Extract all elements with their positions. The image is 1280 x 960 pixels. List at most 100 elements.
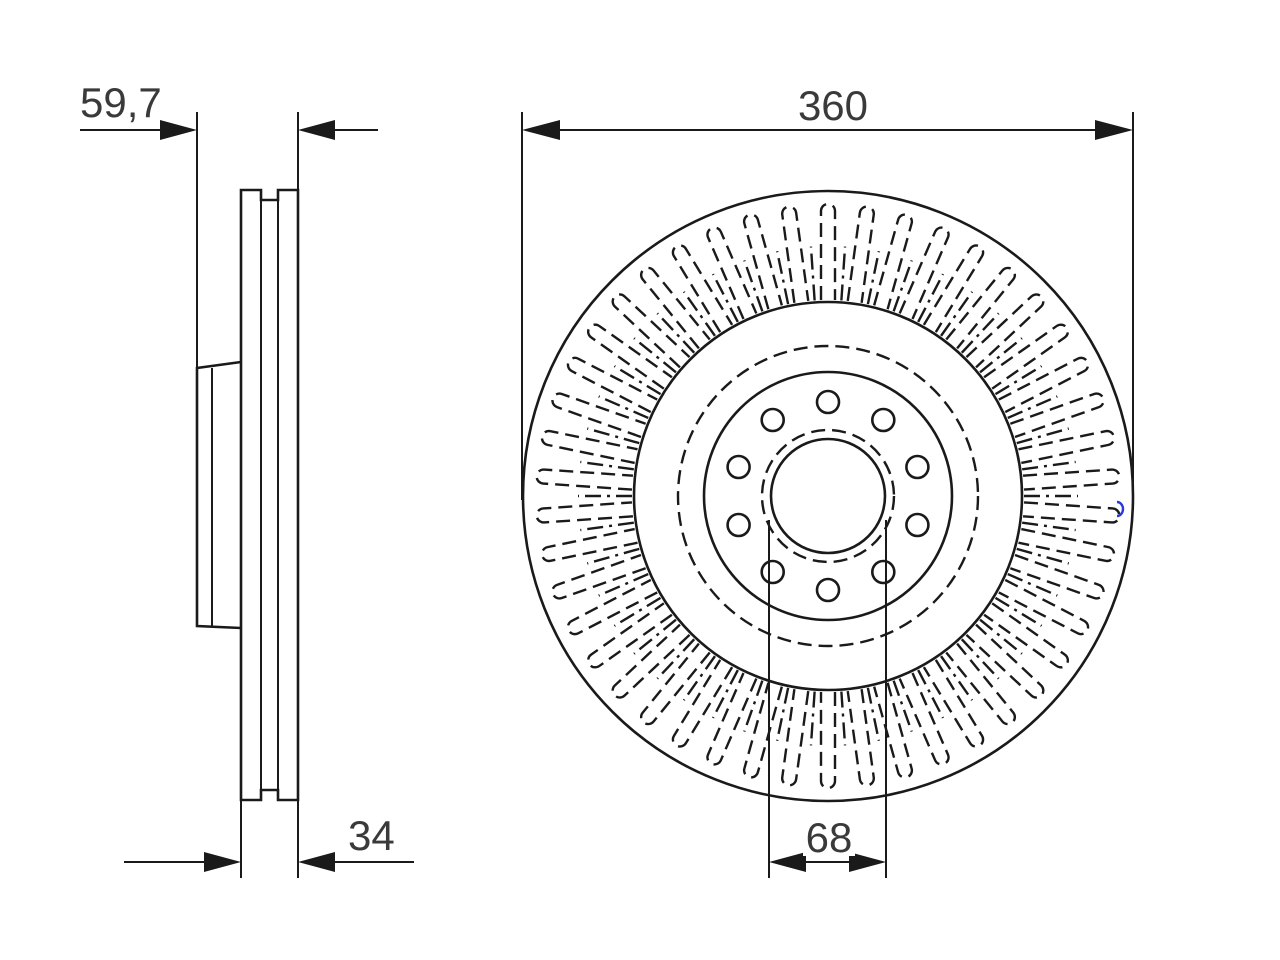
vent-rib [613,365,662,396]
vent-slot [535,468,634,491]
bore-label: 68 [806,814,853,861]
vent-slot [819,692,837,790]
vent-rib-line [1007,572,1058,597]
vent-slot [742,213,784,310]
vent-slot-outline [945,642,1017,726]
vent-rib-line [994,596,1043,627]
vent-rib-line [917,273,945,323]
vent-rib [775,687,790,742]
vent-rib-line [1022,460,1076,471]
vent-slot-outline [872,213,914,310]
vent-rib-line [711,273,739,323]
vent-rib-line [743,680,764,732]
hat-height-arrow-right [298,120,335,140]
vent-rib [892,260,913,312]
vent-slot [945,266,1017,350]
vent-rib [866,687,881,742]
vent-slot [611,623,691,699]
bolt-hole [905,512,930,538]
vent-rib-line [809,691,816,746]
vent-rib-line [775,687,790,742]
vent-rib-line [775,250,790,305]
vent-slot [639,642,711,726]
vent-slot [540,429,638,465]
vent-rib [586,547,640,565]
vent-rib-line [613,365,662,396]
vent-slot-outline [1022,468,1121,491]
hat-height-arrow-left [160,120,197,140]
vent-slot-outline [998,356,1090,414]
vent-rib [994,596,1043,627]
vent-rib-line [1022,521,1076,532]
vent-slot [846,205,875,303]
vent-rib-line [580,460,634,471]
vent-slot [1018,527,1116,563]
vent-slot-outline [1018,527,1116,563]
hat-face-edge [702,370,954,622]
vent-rib-line [656,312,696,354]
vent-rib-line [979,618,1023,655]
vent-rib [1016,547,1070,565]
vent-rib-line [979,337,1023,374]
vent-rib [656,638,696,680]
vent-rib-line [960,312,1000,354]
vent-rib-line [586,547,640,565]
vent-slot-outline [846,205,875,303]
vent-slot [965,623,1045,699]
bore-arrow-left [769,852,806,872]
vent-slot-outline [551,392,647,439]
vent-rib [586,427,640,445]
vent-slot-outline [671,244,734,333]
vent-slot-outline [540,527,638,563]
bolt-hole [726,454,751,480]
vent-slot [566,356,658,414]
vent-slot-outline [706,226,758,320]
vent-rib-line [940,291,974,337]
vent-slot-group [535,202,1121,790]
vent-rib [866,250,881,305]
vent-rib [656,312,696,354]
vent-slot-outline [1018,429,1116,465]
vent-slot [998,578,1090,636]
vent-rib-line [1007,395,1058,420]
vent-rib [598,395,649,420]
vent-rib [633,337,677,374]
vent-rib-line [960,638,1000,680]
bolt-hole [815,389,841,415]
bolt-hole [870,559,896,585]
bolt-hole [905,454,930,480]
vent-rib [580,460,634,471]
vent-rib [840,246,847,301]
vent-rib [633,618,677,655]
vent-rib-line [656,638,696,680]
vent-rib [809,691,816,746]
vent-slot-outline [872,682,914,779]
vent-rib-line [1016,427,1070,445]
front-view: 360 68 [521,82,1135,878]
vent-rib [580,521,634,532]
vent-rib-line [598,572,649,597]
diameter-arrow-right [1095,120,1133,140]
vent-slot-outline [551,553,647,600]
vent-slot-outline [586,323,673,390]
vent-slot [1009,392,1105,439]
vent-slot-outline [671,659,734,748]
vent-rib [960,638,1000,680]
vent-slot [551,553,647,600]
vent-rib [711,273,739,323]
vent-slot-outline [898,226,950,320]
vent-slot [611,293,691,369]
thickness-arrow-right [298,852,335,872]
vent-rib [743,260,764,312]
vent-slot [781,689,810,787]
vent-slot [535,501,634,524]
vent-slot-outline [998,578,1090,636]
vent-slot-outline [819,202,837,300]
vent-rib-line [917,669,945,719]
diameter-label: 360 [798,82,868,129]
vent-slot-outline [639,266,711,350]
center-bore [769,437,887,555]
vent-rib [979,618,1023,655]
vent-slot [945,642,1017,726]
